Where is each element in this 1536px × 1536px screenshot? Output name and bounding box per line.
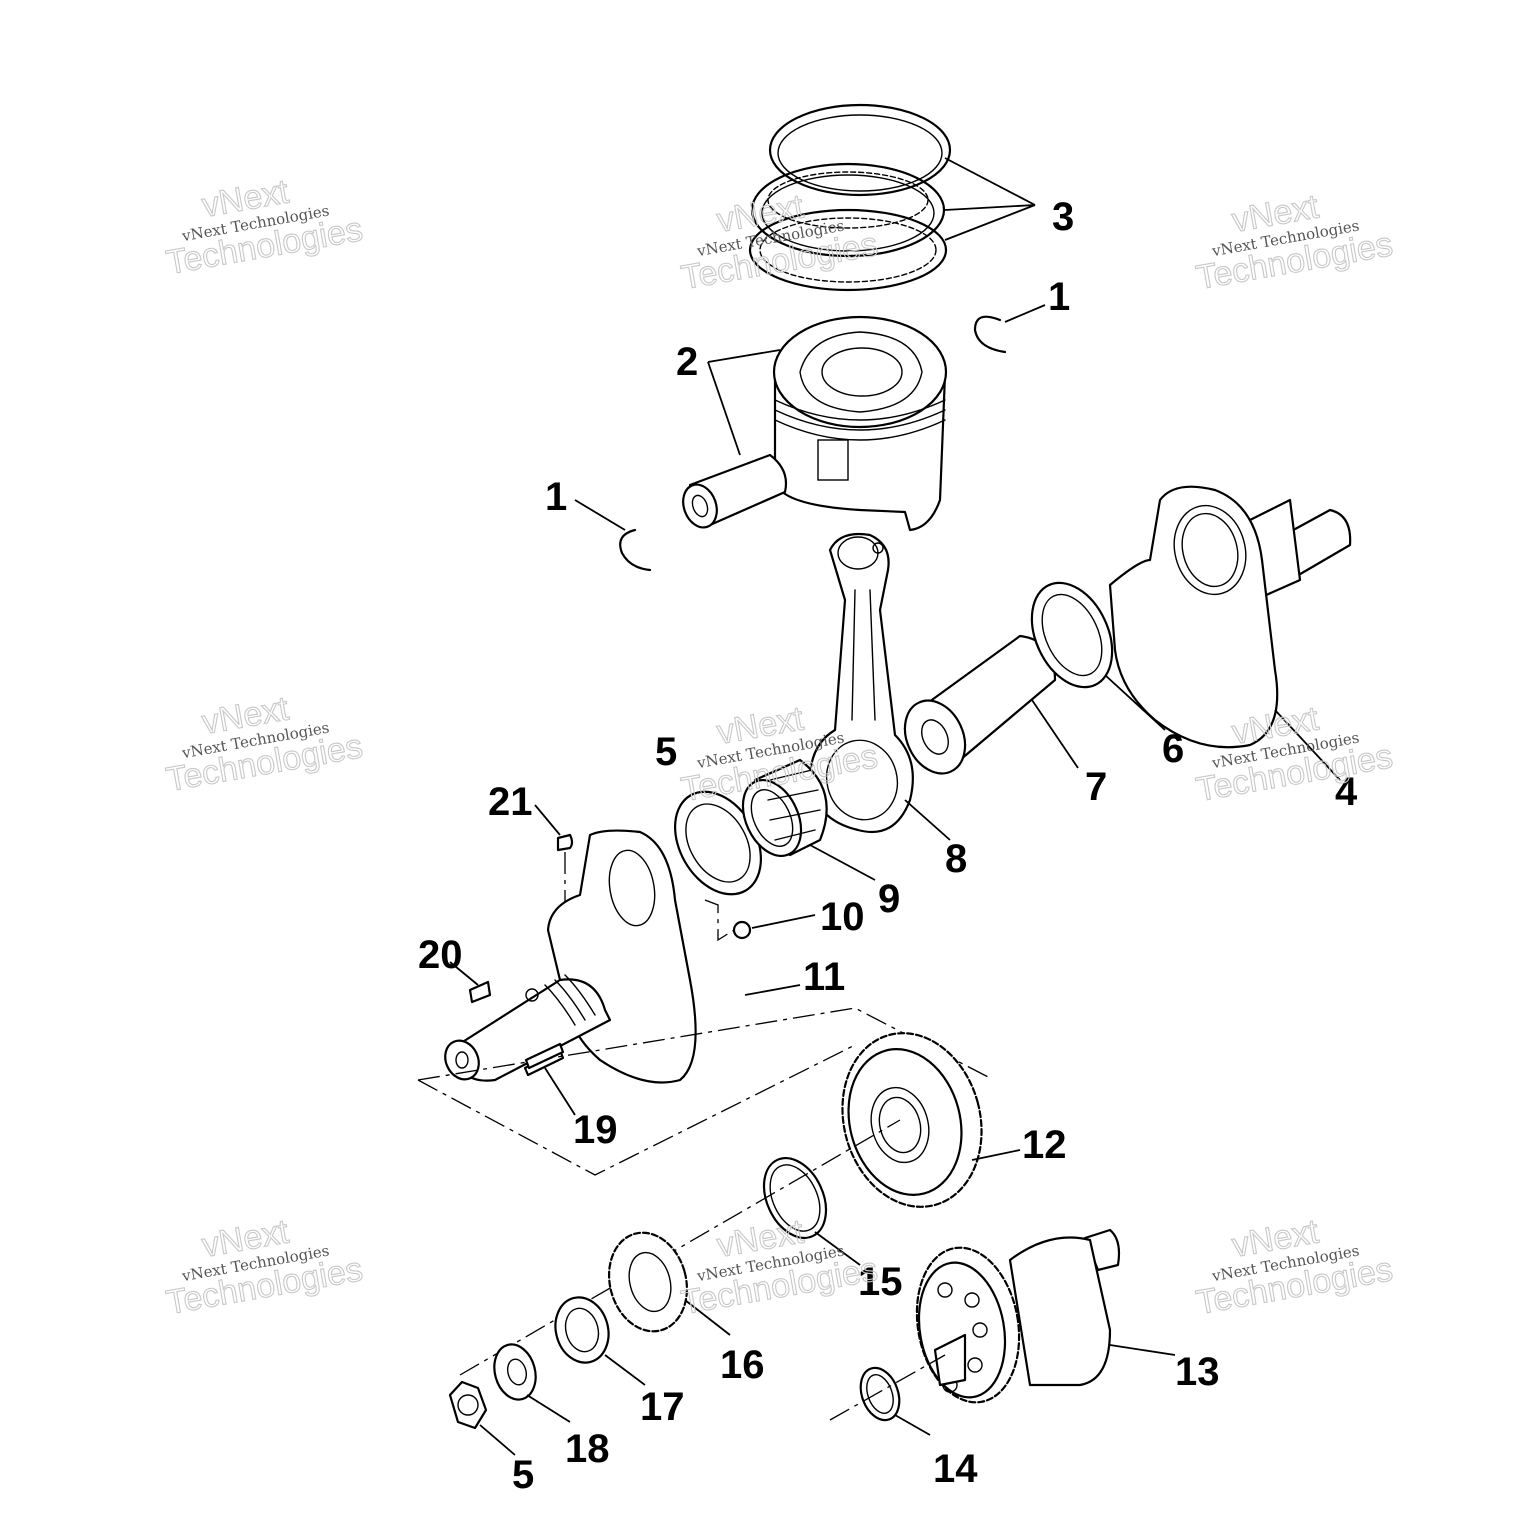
hex-nut[interactable] (448, 1380, 488, 1430)
balancer-shaft[interactable] (905, 1228, 1121, 1410)
key[interactable] (468, 980, 492, 1004)
callout-5-lower: 5 (655, 730, 677, 774)
center-axis (459, 1119, 901, 1376)
circlip-upper[interactable] (973, 315, 1007, 354)
watermark: vNext vNext Technologies Technologies (1193, 187, 1396, 298)
callout-14: 15 (858, 1260, 903, 1304)
crankshaft-right-half[interactable] (1108, 485, 1352, 749)
slotted-nut[interactable] (548, 1291, 615, 1368)
callout-9: 10 (820, 895, 865, 939)
callout-4: 4 (1335, 770, 1358, 814)
callout-19: 19 (573, 1108, 618, 1152)
watermark: vNext vNext Technologies Technologies (163, 1212, 366, 1323)
balancer-washer[interactable] (829, 1354, 946, 1426)
callout-8: 9 (878, 877, 900, 921)
callout-1-lower: 1 (545, 475, 567, 519)
callout-21: 21 (488, 780, 533, 824)
crank-pin[interactable] (894, 634, 1057, 783)
thrust-washer-upper[interactable] (1016, 570, 1128, 700)
drive-gear[interactable] (824, 1017, 1001, 1222)
piston-pin[interactable] (677, 453, 788, 532)
circlip-lower[interactable] (619, 528, 652, 572)
callout-2: 2 (676, 340, 698, 384)
watermark: vNext vNext Technologies Technologies (1193, 1212, 1396, 1323)
sprocket[interactable] (598, 1224, 697, 1340)
washer[interactable] (488, 1340, 541, 1404)
callout-15: 16 (720, 1343, 765, 1387)
ball[interactable] (704, 899, 752, 942)
callout-12: 13 (1175, 1350, 1220, 1394)
callout-17: 18 (565, 1427, 610, 1471)
watermark: vNext vNext Technologies Technologies (163, 689, 366, 800)
callout-16: 17 (640, 1385, 685, 1429)
gear-washer[interactable] (752, 1148, 838, 1248)
callout-11: 12 (1022, 1123, 1067, 1167)
piston-rings[interactable] (748, 103, 952, 292)
callout-7: 8 (945, 837, 967, 881)
thrust-washer-lower[interactable] (658, 776, 779, 909)
needle-bearing[interactable] (732, 758, 828, 865)
pin[interactable] (524, 1042, 565, 1070)
callout-20: 20 (418, 933, 463, 977)
callout-5-upper: 6 (1162, 727, 1184, 771)
callout-18: 5 (512, 1453, 534, 1497)
callout-13: 14 (933, 1447, 978, 1491)
callout-10: 11 (803, 955, 845, 999)
callout-3: 3 (1052, 195, 1074, 239)
callout-1-upper: 1 (1048, 275, 1070, 319)
piston[interactable] (772, 315, 948, 532)
watermark: vNext vNext Technologies Technologies (163, 172, 366, 283)
callout-6: 7 (1085, 765, 1107, 809)
leader-lines (449, 157, 1341, 1456)
watermark: vNext vNext Technologies Technologies (678, 1212, 881, 1323)
connecting-rod[interactable] (808, 532, 914, 834)
callouts: 3 1 2 1 6 4 7 5 21 8 9 10 20 11 19 12 15… (418, 195, 1358, 1497)
crankshaft-left-half[interactable] (439, 829, 697, 1085)
